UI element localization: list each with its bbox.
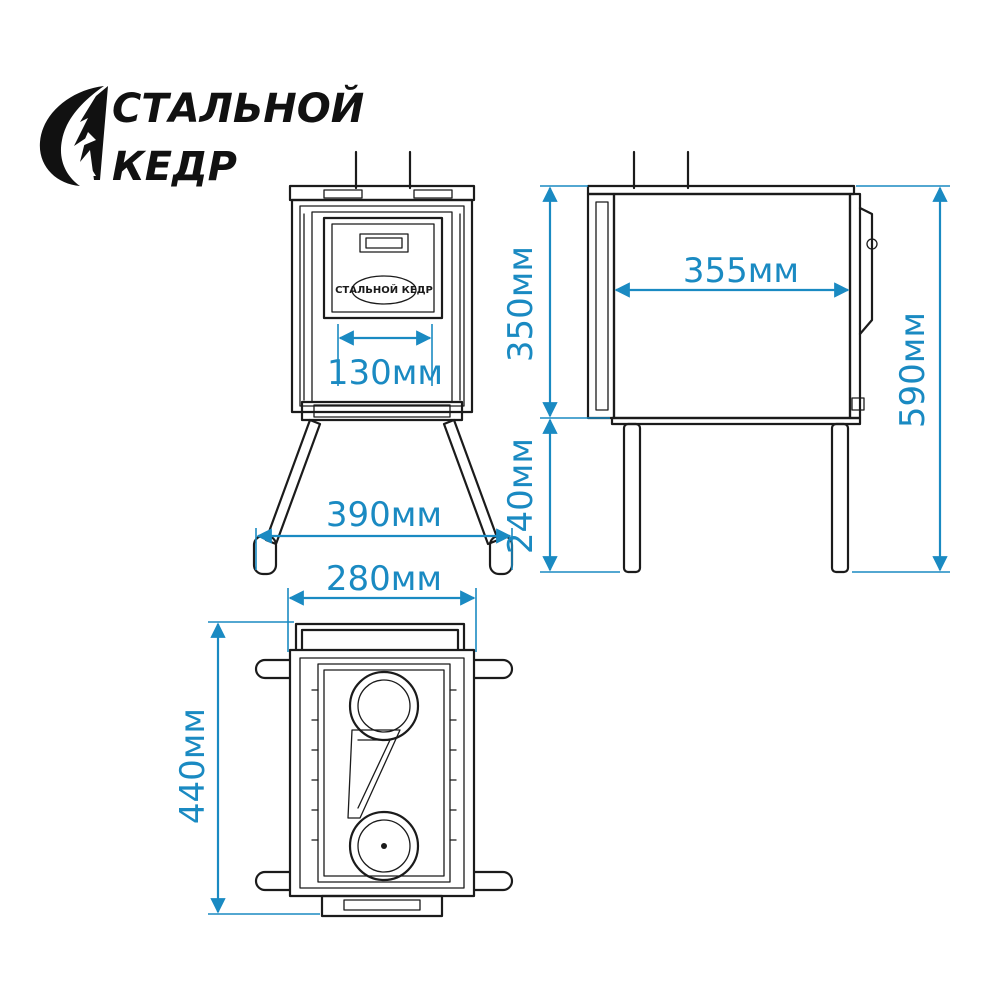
dim-label-390: 390мм: [326, 495, 442, 535]
dim-label-280: 280мм: [326, 559, 442, 599]
brand-line-1: СТАЛЬНОЙ: [112, 84, 364, 132]
door-plate-text: СТАЛЬНОЙ КЕДР: [335, 283, 433, 296]
dimension-top-length: 440мм: [173, 621, 320, 915]
dim-label-240: 240мм: [501, 438, 541, 554]
dimension-leg-span: 390мм: [255, 495, 513, 570]
side-view-drawing: [586, 150, 878, 574]
dim-label-590: 590мм: [893, 312, 933, 428]
dimension-door-width: 130мм: [327, 324, 443, 393]
dim-label-355: 355мм: [683, 251, 799, 291]
dim-label-440: 440мм: [173, 708, 213, 824]
tree-in-flame-logo: [39, 86, 108, 186]
brand-logo: СТАЛЬНОЙ КЕДР: [39, 84, 364, 190]
top-view-drawing: [254, 622, 514, 918]
dimension-body-height: 350мм: [501, 185, 610, 419]
front-view-drawing: СТАЛЬНОЙ КЕДР: [252, 150, 514, 576]
dimension-depth: 355мм: [614, 251, 850, 298]
dimension-leg-height: 240мм: [501, 418, 620, 573]
dim-label-350: 350мм: [501, 246, 541, 362]
dimension-top-width: 280мм: [287, 559, 477, 652]
dimension-total-height: 590мм: [852, 185, 950, 573]
dim-label-130: 130мм: [327, 353, 443, 393]
brand-line-2: КЕДР: [112, 144, 237, 190]
